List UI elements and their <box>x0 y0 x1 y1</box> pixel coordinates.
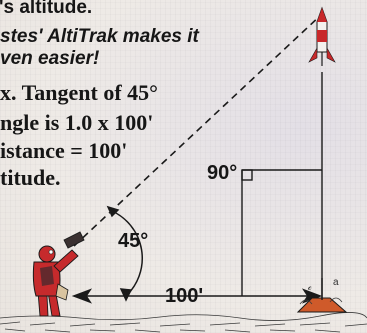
text-line-angle: ngle is 1.0 x 100' <box>0 110 154 135</box>
pad-mark: a <box>333 277 339 288</box>
ground <box>0 312 367 333</box>
text-line-distance: istance = 100' <box>0 138 128 163</box>
altitude-bracket <box>241 169 322 296</box>
text-line-easier: ven easier! <box>0 48 100 69</box>
distance-arrow <box>71 288 323 304</box>
launch-pad-icon: 𝒸 <box>296 278 348 313</box>
rocket-icon <box>308 6 336 66</box>
observer-figure-icon <box>32 231 85 317</box>
text-line-tangent: x. Tangent of 45° <box>0 80 158 105</box>
right-angle-label: 90° <box>207 162 238 184</box>
text-line-altitrak: stes' AltiTrak makes it <box>0 26 199 47</box>
svg-text:𝒸: 𝒸 <box>308 282 312 292</box>
distance-label: 100' <box>165 285 204 307</box>
text-line-result: titude. <box>0 165 61 190</box>
angle-arc <box>106 205 144 302</box>
angle-label: 45° <box>118 230 149 252</box>
line-of-sight <box>73 13 323 247</box>
text-line-altitude: 's altitude. <box>0 0 93 18</box>
